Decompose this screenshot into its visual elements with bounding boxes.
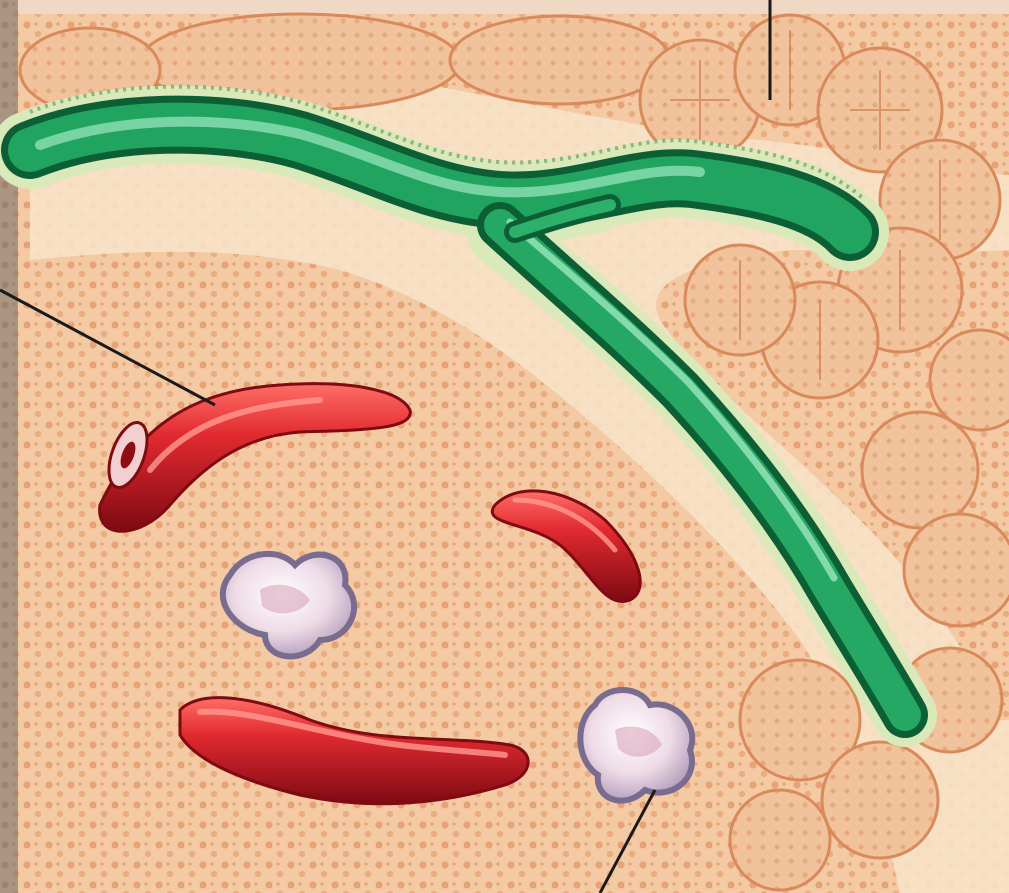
nerve-bundle-right xyxy=(580,690,692,801)
